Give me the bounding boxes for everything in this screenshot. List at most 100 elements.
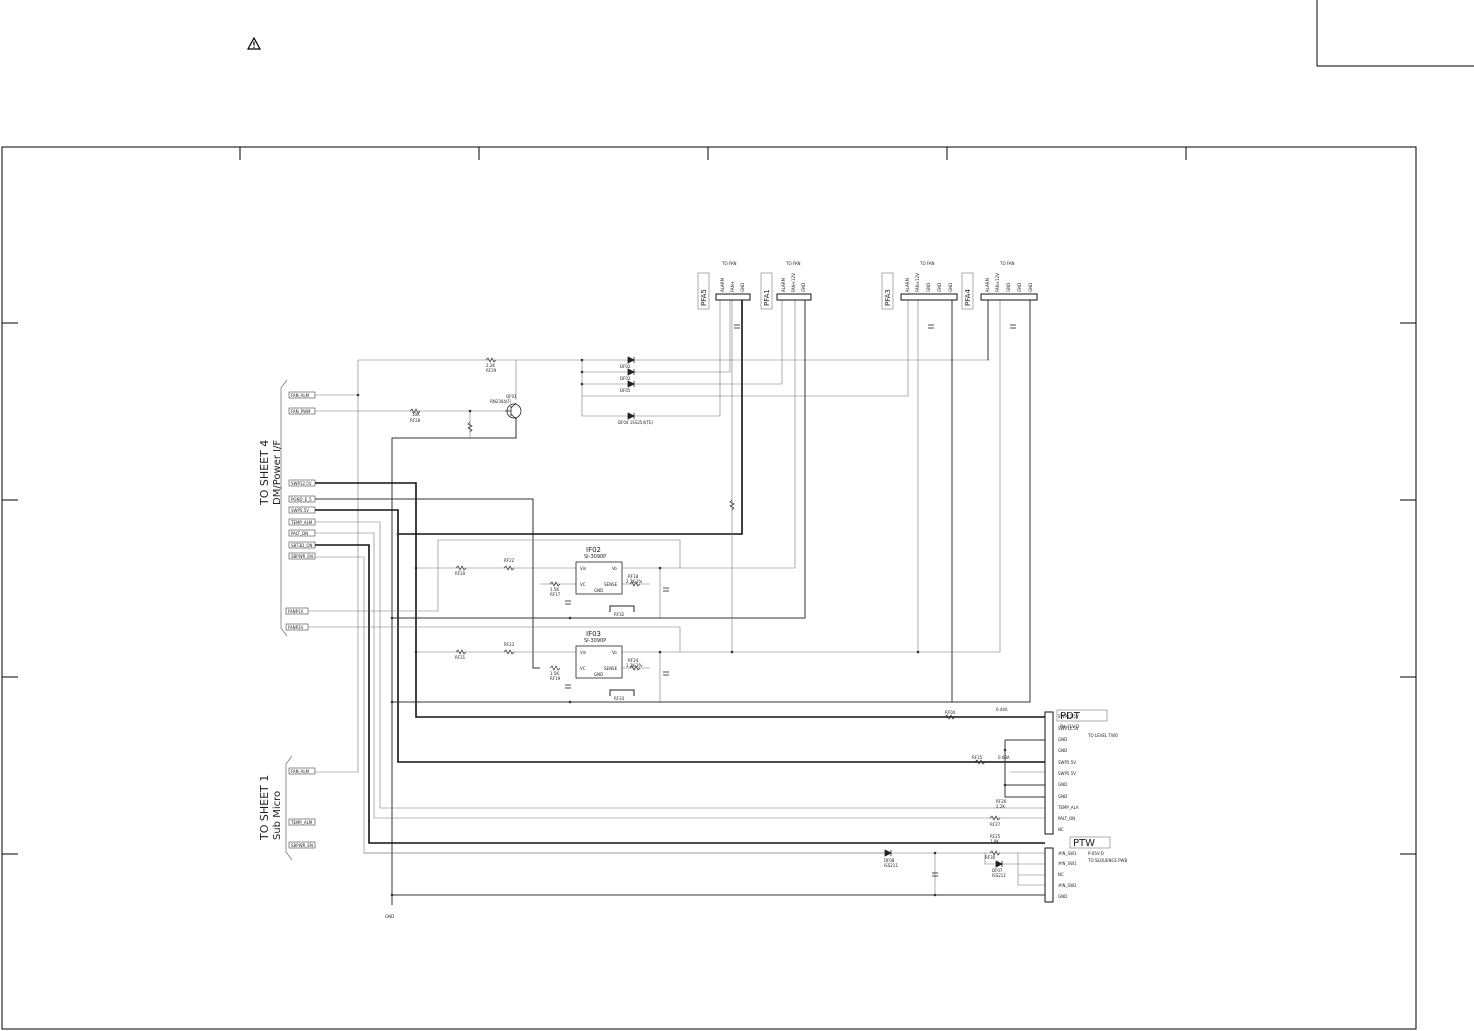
transistor-part: RN2304(F) — [490, 399, 512, 404]
upper-port-labels: FAN_ALM FAN_PWM SWP12.5V PGND_E_5 SWP5.5… — [288, 393, 313, 630]
fan-connector-pfa5: PFA5 TO FAN ALARM FAN+ GND — [697, 261, 751, 310]
svg-text:TO SEQUENCE PWB: TO SEQUENCE PWB — [1087, 858, 1127, 863]
svg-text:DF02: DF02 — [620, 364, 631, 369]
svg-text:TO LEVEL TWO: TO LEVEL TWO — [1087, 733, 1118, 738]
svg-text:RF22: RF22 — [504, 558, 515, 563]
svg-text:ALARM: ALARM — [985, 277, 990, 292]
svg-text:GND: GND — [385, 914, 394, 919]
svg-text:ALARM: ALARM — [781, 277, 786, 292]
svg-text:GND: GND — [948, 283, 953, 292]
svg-text:PFA4: PFA4 — [964, 289, 972, 306]
svg-text:SWP5.5V: SWP5.5V — [1058, 771, 1076, 776]
svg-text:PDT: PDT — [1060, 711, 1081, 722]
svg-text:ALARM: ALARM — [905, 277, 910, 292]
svg-text:RF30: RF30 — [985, 855, 996, 860]
svg-text:RF20: RF20 — [455, 571, 466, 576]
svg-text:SWP12.5V: SWP12.5V — [1058, 714, 1079, 719]
svg-text:PFA5: PFA5 — [700, 289, 708, 306]
svg-text:VC: VC — [580, 582, 586, 587]
transistor-qf01 — [505, 402, 522, 420]
svg-text:SWP5.5V: SWP5.5V — [291, 508, 309, 513]
svg-text:RF21: RF21 — [455, 655, 466, 660]
svg-text:GND: GND — [1006, 283, 1011, 292]
svg-text:GND: GND — [1058, 794, 1067, 799]
svg-text:FAN_PWM: FAN_PWM — [291, 409, 311, 414]
svg-text:IF03: IF03 — [586, 630, 601, 638]
lower-port-labels: FAN_ALM TEMP_ALM SBPWR_EN — [290, 769, 313, 848]
diodes — [627, 356, 1003, 868]
svg-text:GND: GND — [1058, 737, 1067, 742]
svg-text:DF05: DF05 — [620, 388, 631, 393]
upper-sheet-subtitle: DM/Power I/F — [272, 440, 283, 505]
svg-text:RF28: RF28 — [410, 418, 421, 423]
svg-text:RF18: RF18 — [628, 574, 639, 579]
svg-text:TO FAN: TO FAN — [785, 261, 801, 266]
resistors — [409, 357, 1001, 856]
svg-text:RF27: RF27 — [990, 822, 1001, 827]
svg-text:#IN_SW1: #IN_SW1 — [1058, 851, 1077, 856]
svg-text:1.8K: 1.8K — [990, 839, 999, 844]
svg-text:Vo: Vo — [612, 566, 617, 571]
svg-text:GND: GND — [1017, 283, 1022, 292]
svg-text:RF33: RF33 — [614, 696, 625, 701]
svg-text:Vin: Vin — [580, 650, 587, 655]
svg-text:FANP2V: FANP2V — [288, 625, 304, 630]
svg-text:Vo: Vo — [612, 650, 617, 655]
svg-text:PALT_ON: PALT_ON — [1058, 816, 1075, 821]
warning-triangle-icon — [246, 36, 262, 50]
regulator-if03: IF03 SI-3090P Vin Vo VC SENSE GND RF33 — [575, 630, 635, 701]
border-frame — [1, 146, 1417, 1030]
svg-text:NC: NC — [1058, 827, 1064, 832]
ptw-connector: PTW P-05V-D TO SEQUENCE PWB #IN_SW1 #IN_… — [1044, 836, 1127, 903]
svg-text:TO FAN: TO FAN — [721, 261, 737, 266]
svg-text:10K: 10K — [412, 412, 420, 417]
svg-text:DF04 1SS254(TE): DF04 1SS254(TE) — [618, 420, 654, 425]
svg-text:VC: VC — [580, 666, 586, 671]
svg-text:1.2K-1%: 1.2K-1% — [626, 663, 643, 668]
svg-text:TEMP_ALA: TEMP_ALA — [1057, 805, 1079, 810]
svg-text:RF17: RF17 — [550, 592, 561, 597]
svg-text:0.44A: 0.44A — [996, 707, 1008, 712]
svg-text:RF15: RF15 — [972, 755, 983, 760]
svg-text:GND: GND — [594, 672, 603, 677]
svg-text:2.7K-1%: 2.7K-1% — [626, 579, 643, 584]
svg-text:FAN_ALM: FAN_ALM — [291, 393, 310, 398]
upper-sheet-title: TO SHEET 4 — [258, 440, 271, 506]
svg-text:RF04: RF04 — [945, 710, 956, 715]
svg-text:TEMP_ALM: TEMP_ALM — [290, 820, 313, 825]
svg-text:1.5K: 1.5K — [550, 671, 559, 676]
svg-text:SENSE: SENSE — [604, 666, 618, 671]
svg-text:DF08: DF08 — [884, 858, 895, 863]
fan-connector-pfa3: PFA3 TO FAN ALARM FAN+12V GND GND GND — [881, 261, 958, 310]
svg-text:ISS211: ISS211 — [992, 873, 1006, 878]
svg-text:RF19: RF19 — [550, 676, 561, 681]
svg-text:GND: GND — [926, 283, 931, 292]
svg-text:FAN_ALM: FAN_ALM — [291, 769, 310, 774]
svg-text:SI-3090P: SI-3090P — [584, 638, 606, 644]
diode-labels: DF02 DF03 DF05 DF04 1SS254(TE) DF08ISS21… — [618, 364, 1006, 878]
svg-text:FAN+12V: FAN+12V — [791, 273, 796, 292]
svg-text:GND: GND — [1058, 894, 1067, 899]
svg-text:SWP12.5V: SWP12.5V — [291, 481, 312, 486]
svg-text:TEMP_ALM: TEMP_ALM — [290, 520, 313, 525]
svg-text:RF24: RF24 — [628, 658, 639, 663]
svg-text:PFA1: PFA1 — [763, 289, 771, 306]
svg-text:FAN+12V: FAN+12V — [915, 273, 920, 292]
title-block-corner — [1316, 0, 1474, 67]
lower-sheet-title: TO SHEET 1 — [258, 775, 271, 841]
svg-text:ISS211: ISS211 — [884, 863, 898, 868]
svg-text:SBT3D_ON: SBT3D_ON — [291, 543, 313, 548]
svg-text:GND: GND — [594, 588, 603, 593]
svg-text:Vin: Vin — [580, 566, 587, 571]
svg-text:SWP12.5V: SWP12.5V — [1058, 726, 1079, 731]
svg-text:FAN+12V: FAN+12V — [995, 273, 1000, 292]
svg-text:SENSE: SENSE — [604, 582, 618, 587]
svg-text:SI-3090P: SI-3090P — [584, 554, 606, 560]
svg-text:GND: GND — [1058, 748, 1067, 753]
svg-text:P-05V-D: P-05V-D — [1088, 851, 1104, 856]
svg-text:RF29: RF29 — [486, 368, 497, 373]
svg-text:DF07: DF07 — [992, 868, 1003, 873]
pdt-connector: PDT PH-11V-D TO LEVEL TWO SWP12.5V SWP12… — [1044, 709, 1118, 835]
